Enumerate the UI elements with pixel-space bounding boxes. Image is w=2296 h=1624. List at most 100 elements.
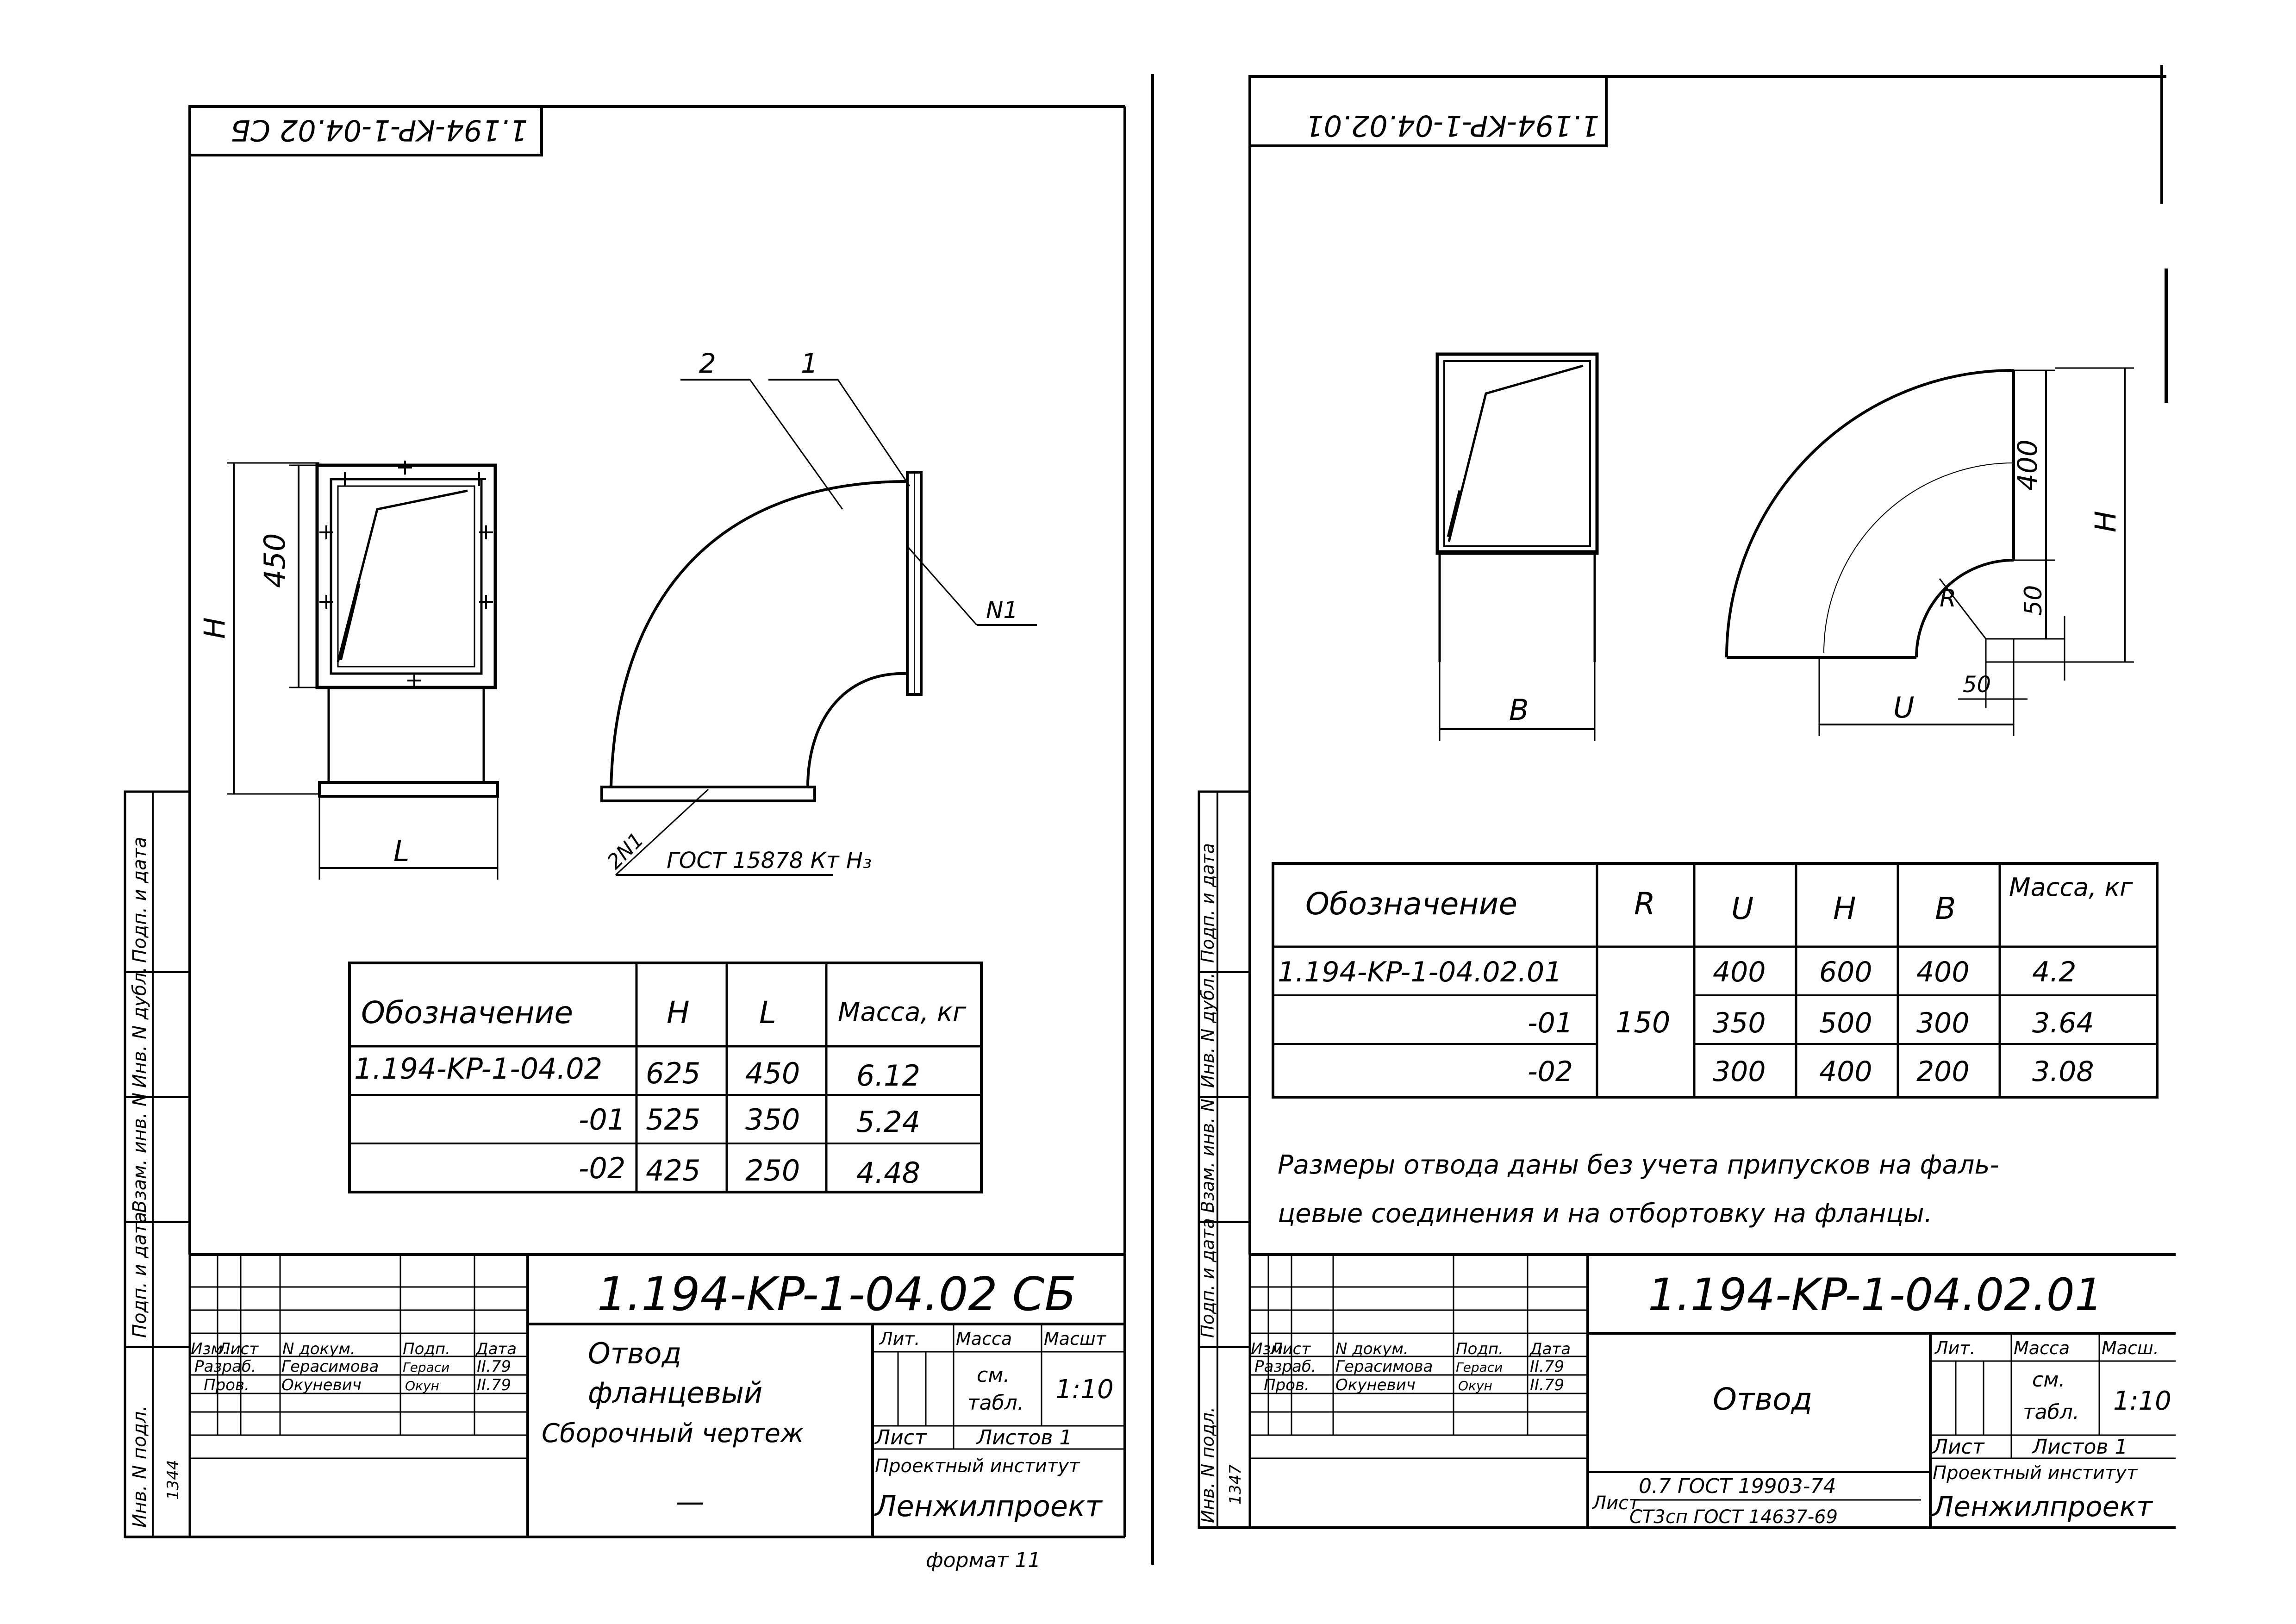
table-cell: 425 bbox=[646, 1154, 700, 1187]
table-cell: 300 bbox=[1713, 1056, 1766, 1088]
col-list: Лист bbox=[1270, 1340, 1311, 1358]
lit-label: Лит. bbox=[879, 1329, 920, 1349]
col-izm: Изм. bbox=[1251, 1340, 1288, 1358]
table-header-R: R bbox=[1634, 886, 1655, 922]
table-header-designation: Обозначение bbox=[1305, 886, 1517, 922]
col-izm: Изм. bbox=[191, 1340, 228, 1358]
table-header-H: H bbox=[667, 995, 690, 1031]
table-row: 1.194-KP-1-04.02.01 bbox=[1278, 956, 1562, 988]
row1-name: Герасимова bbox=[281, 1357, 379, 1376]
margin-label-3: Взам. инв. N bbox=[129, 1093, 150, 1213]
material-label: Лист bbox=[1591, 1493, 1640, 1514]
org-line2: Ленжилпроект bbox=[874, 1489, 1103, 1523]
table-header-designation: Обозначение bbox=[361, 995, 573, 1031]
margin-label-5: Подп. и дата bbox=[129, 837, 150, 963]
org-line1: Проектный институт bbox=[1933, 1462, 2138, 1484]
note-line1: Размеры отвода даны без учета припусков … bbox=[1278, 1150, 1999, 1180]
weld-N1: N1 bbox=[986, 597, 1018, 624]
table-row: -01 bbox=[579, 1103, 625, 1137]
col-doc: N докум. bbox=[1335, 1340, 1409, 1358]
margin-label-2: Подп. и дата bbox=[1198, 1218, 1218, 1338]
rotated-code-stamp: 1.194-KP-1-04.02.01 bbox=[1305, 109, 1599, 143]
table-cell: 4.2 bbox=[2032, 956, 2076, 988]
callout-part1: 1 bbox=[801, 348, 818, 379]
row1-date: II.79 bbox=[477, 1357, 511, 1376]
massa-value-2: табл. bbox=[2023, 1400, 2079, 1424]
col-sign: Подп. bbox=[403, 1340, 450, 1358]
sheets-label: Листов 1 bbox=[976, 1426, 1072, 1449]
front-view: 450 H L bbox=[198, 461, 499, 880]
col-list: Лист bbox=[218, 1340, 259, 1358]
right-title-block: Изм. Лист N докум. Подп. Дата Разраб. Ге… bbox=[1250, 1253, 2176, 1528]
dim-L: L bbox=[393, 834, 410, 868]
note-line2: цевые соединения и на отбортовку на флан… bbox=[1278, 1199, 1933, 1229]
col-date: Дата bbox=[1529, 1340, 1571, 1358]
table-merged-R: 150 bbox=[1616, 1006, 1670, 1039]
table-cell: 625 bbox=[646, 1056, 700, 1090]
table-cell: 6.12 bbox=[856, 1059, 920, 1093]
dim-R: R bbox=[1940, 585, 1956, 612]
row2-role: Пров. bbox=[204, 1376, 250, 1394]
side-view-elbow: R 400 50 H U 50 bbox=[1725, 367, 2134, 736]
part-name: Отвод bbox=[1713, 1381, 1812, 1417]
sheet-label: Лист bbox=[1932, 1435, 1985, 1459]
table-header-B: B bbox=[1935, 891, 1956, 926]
massa-label: Масса bbox=[2014, 1338, 2070, 1358]
side-view-elbow: 2 1 N1 2N1 ГОСТ 15878 Кт Н₃ bbox=[600, 348, 1037, 876]
dim-450: 450 bbox=[258, 533, 292, 588]
material-line1: 0.7 ГОСТ 19903-74 bbox=[1639, 1474, 1836, 1498]
margin-label-3: Взам. инв. N bbox=[1198, 1099, 1218, 1213]
material-line2: СТ3сп ГОСТ 14637-69 bbox=[1629, 1506, 1838, 1528]
table-cell: 4.48 bbox=[856, 1156, 920, 1190]
table-row: -01 bbox=[1528, 1007, 1573, 1039]
drawing-code: 1.194-KP-1-04.02 CБ bbox=[597, 1267, 1076, 1321]
right-data-table: Обозначение R U H B Масса, кг 150 1.194-… bbox=[1272, 862, 2159, 1099]
name-line3: Сборочный чертеж bbox=[542, 1418, 804, 1449]
table-header-mass: Масса, кг bbox=[838, 997, 967, 1027]
table-cell: 200 bbox=[1916, 1056, 1970, 1088]
margin-label-4: Инв. N дубл. bbox=[1198, 973, 1218, 1088]
table-cell: 300 bbox=[1916, 1007, 1970, 1039]
table-cell: 600 bbox=[1819, 956, 1872, 988]
col-sign: Подп. bbox=[1456, 1340, 1504, 1358]
dim-B: B bbox=[1509, 693, 1529, 727]
col-date: Дата bbox=[475, 1340, 517, 1358]
dash: — bbox=[676, 1485, 705, 1518]
row1-name: Герасимова bbox=[1335, 1357, 1433, 1376]
col-doc: N докум. bbox=[282, 1340, 356, 1358]
row1-sign: Гераси bbox=[1456, 1360, 1503, 1375]
margin-number: 1347 bbox=[1226, 1464, 1245, 1505]
dim-H: H bbox=[2089, 511, 2122, 532]
drawing-code: 1.194-KP-1-04.02.01 bbox=[1648, 1269, 2103, 1321]
margin-label-4: Инв. N дубл. bbox=[129, 967, 150, 1088]
row2-sign: Окун bbox=[1458, 1378, 1492, 1393]
org-line1: Проектный институт bbox=[875, 1455, 1080, 1477]
table-cell: 400 bbox=[1819, 1056, 1872, 1088]
table-cell: 5.24 bbox=[856, 1105, 920, 1139]
callout-part2: 2 bbox=[699, 348, 716, 379]
left-title-block: Изм. Лист N докум. Подп. Дата Разраб. Ге… bbox=[190, 1253, 1125, 1572]
front-view: B bbox=[1435, 352, 1599, 741]
table-cell: 250 bbox=[745, 1154, 800, 1187]
masht-label: Масшт bbox=[1044, 1329, 1107, 1349]
format-label: формат 11 bbox=[926, 1549, 1041, 1572]
row2-date: II.79 bbox=[477, 1376, 511, 1394]
left-sheet: Инв. N подл. Подп. и дата Взам. инв. N И… bbox=[124, 105, 1126, 1572]
row2-name: Окуневич bbox=[1335, 1376, 1416, 1394]
massa-label: Масса bbox=[956, 1329, 1012, 1349]
dim-H: H bbox=[198, 617, 231, 639]
table-cell: 350 bbox=[745, 1103, 800, 1137]
massa-value-1: см. bbox=[977, 1363, 1010, 1387]
weld-standard: ГОСТ 15878 Кт Н₃ bbox=[667, 848, 872, 874]
binding-margin bbox=[124, 790, 191, 1538]
sheet-label: Лист bbox=[874, 1426, 927, 1449]
massa-value-1: см. bbox=[2032, 1368, 2065, 1392]
row2-sign: Окун bbox=[405, 1378, 439, 1393]
table-row: -02 bbox=[1528, 1056, 1573, 1088]
table-header-U: U bbox=[1731, 891, 1753, 926]
row1-role: Разраб. bbox=[1254, 1357, 1316, 1376]
dim-50-vertical: 50 bbox=[2020, 585, 2047, 616]
table-cell: 3.08 bbox=[2032, 1056, 2094, 1088]
table-row: -02 bbox=[579, 1151, 625, 1185]
